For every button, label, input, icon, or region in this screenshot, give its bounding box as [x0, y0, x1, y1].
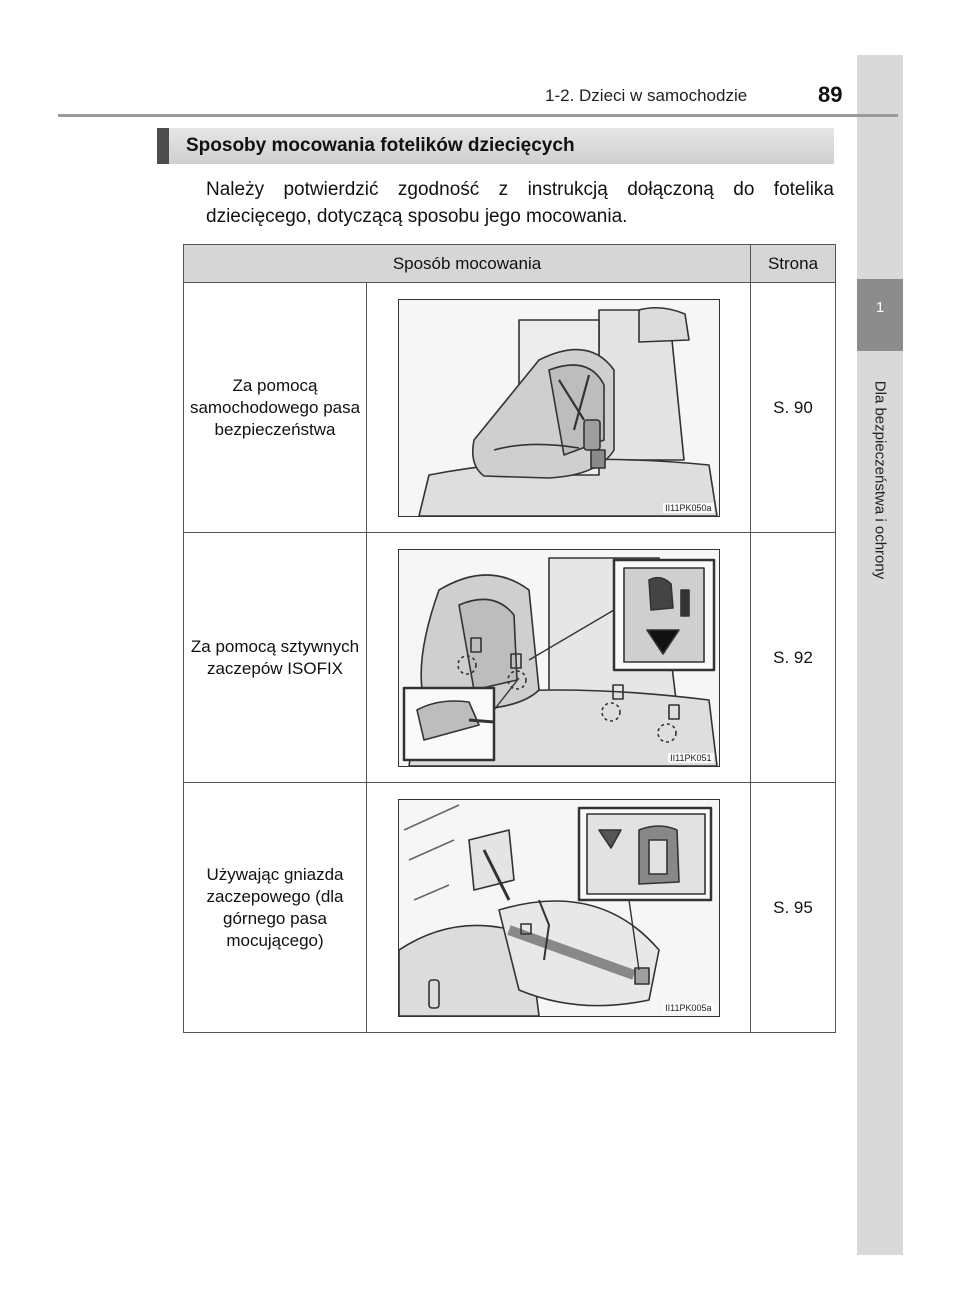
mounting-methods-table: Sposób mocowania Strona Za pomocą samoch…	[183, 244, 836, 1033]
side-chapter-number: 1	[875, 299, 885, 316]
method-top-tether-page: S. 95	[750, 782, 836, 1033]
method-seatbelt-page: S. 90	[750, 282, 836, 533]
header-method: Sposób mocowania	[183, 244, 751, 283]
figure-code: II11PK051	[668, 752, 714, 763]
table-row: Za pomocą sztywnych zaczepów ISOFIX	[183, 532, 836, 783]
intro-paragraph: Należy potwierdzić zgodność z instrukcją…	[206, 179, 834, 227]
method-isofix-label: Za pomocą sztywnych zaczepów ISOFIX	[183, 532, 367, 783]
seatbelt-child-seat-illustration: II11PK050a	[397, 298, 720, 517]
method-isofix-page: S. 92	[750, 532, 836, 783]
breadcrumb: 1-2. Dzieci w samochodzie	[545, 86, 748, 105]
top-tether-anchor-illustration: II11PK005a	[397, 798, 720, 1017]
method-seatbelt-label: Za pomocą samochodowego pasa bezpieczeńs…	[183, 282, 367, 533]
figure-code: II11PK050a	[663, 502, 714, 513]
method-top-tether-label: Używając gniazda zaczepowego (dla górneg…	[183, 782, 367, 1033]
table-row: Używając gniazda zaczepowego (dla górneg…	[183, 782, 836, 1033]
section-title: Sposoby mocowania fotelików dziecięcych	[186, 135, 575, 156]
method-top-tether-illustration-cell: II11PK005a	[366, 782, 751, 1033]
method-seatbelt-illustration-cell: II11PK050a	[366, 282, 751, 533]
page-number: 89	[818, 82, 843, 107]
side-chapter-tab	[857, 55, 903, 1255]
method-isofix-illustration-cell: II11PK051	[366, 532, 751, 783]
isofix-child-seat-illustration: II11PK051	[397, 548, 720, 767]
side-chapter-number-box	[857, 279, 903, 351]
table-row: Za pomocą samochodowego pasa bezpieczeńs…	[183, 282, 836, 533]
table-header-row: Sposób mocowania Strona	[183, 244, 836, 283]
section-heading-bar: Sposoby mocowania fotelików dziecięcych	[157, 128, 834, 164]
figure-code: II11PK005a	[663, 1002, 714, 1013]
header-divider	[58, 114, 898, 117]
side-chapter-title: Dla bezpieczeństwa i ochrony	[871, 380, 889, 580]
header-page: Strona	[750, 244, 836, 283]
